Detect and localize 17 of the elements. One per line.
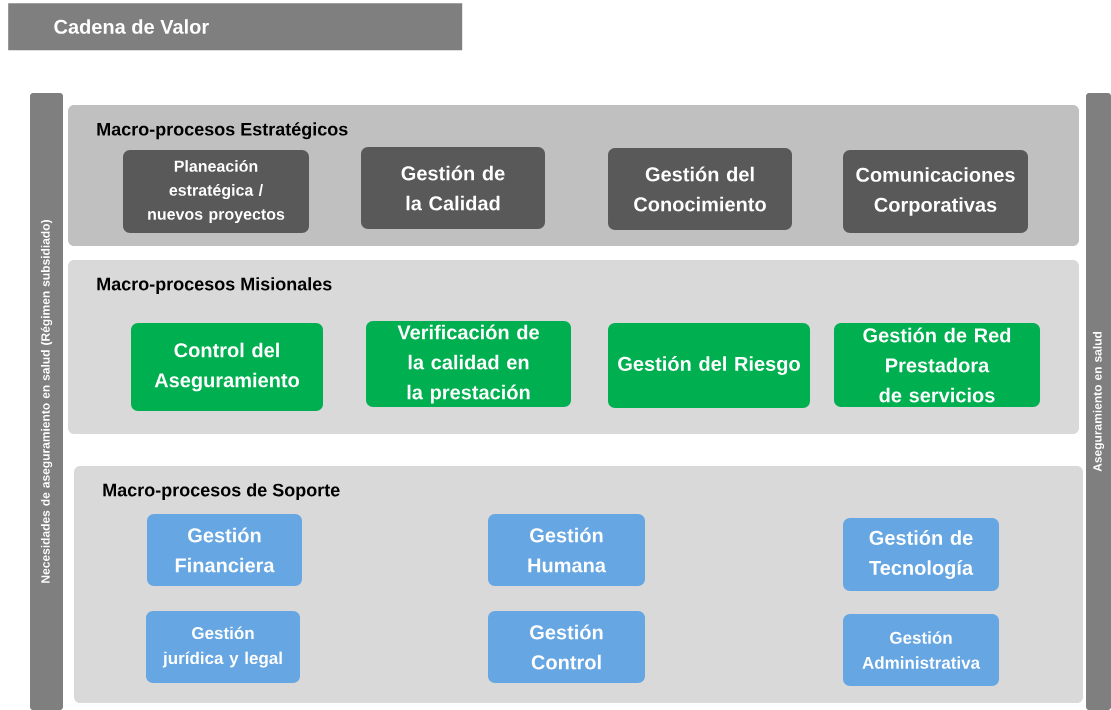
process-box: Gestión de Red Prestadora de servicios <box>834 323 1040 407</box>
process-box: Gestión Administrativa <box>843 614 999 686</box>
process-box: Gestión Humana <box>488 514 645 586</box>
title-band: Cadena de Valor <box>8 3 463 51</box>
process-box: Gestión jurídica y legal <box>146 611 300 683</box>
process-box: Gestión de la Calidad <box>361 147 545 229</box>
process-box: Gestión del Riesgo <box>608 323 810 408</box>
side-bar: Aseguramiento en salud <box>1086 93 1111 710</box>
process-box: Control del Aseguramiento <box>131 323 323 411</box>
process-box: Comunicaciones Corporativas <box>843 150 1028 233</box>
side-bar: Necesidades de aseguramiento en salud (Régimen subsidiado) <box>30 93 63 710</box>
process-box: Gestión de Tecnología <box>843 518 999 591</box>
process-box: Gestión del Conocimiento <box>608 148 792 230</box>
process-box: Verificación de la calidad en la prestación <box>366 321 571 407</box>
process-box: Gestión Financiera <box>147 514 302 586</box>
process-box: Gestión Control <box>488 611 645 683</box>
process-box: Planeación estratégica / nuevos proyectos <box>123 150 309 233</box>
